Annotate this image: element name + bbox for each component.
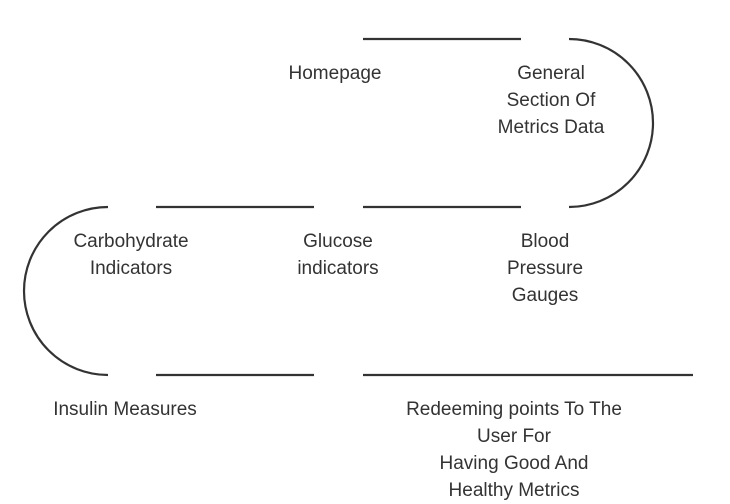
- step-label-homepage: Homepage: [288, 63, 382, 84]
- process-flow-diagram: [22, 37, 693, 377]
- step-label-glucose-indicators: Glucose indicators: [297, 231, 379, 279]
- step-label-general-section-metrics: General Section Of Metrics Data: [497, 63, 605, 138]
- step-label-redeeming-points: Redeeming points To The User For Having …: [406, 399, 622, 501]
- step-label-insulin-measures: Insulin Measures: [53, 399, 197, 420]
- connector-arc-right: [568, 37, 655, 209]
- connector-arc-left: [22, 205, 109, 377]
- step-label-blood-pressure-gauges: Blood Pressure Gauges: [506, 231, 584, 306]
- step-label-carbohydrate-indicators: Carbohydrate Indicators: [73, 231, 189, 279]
